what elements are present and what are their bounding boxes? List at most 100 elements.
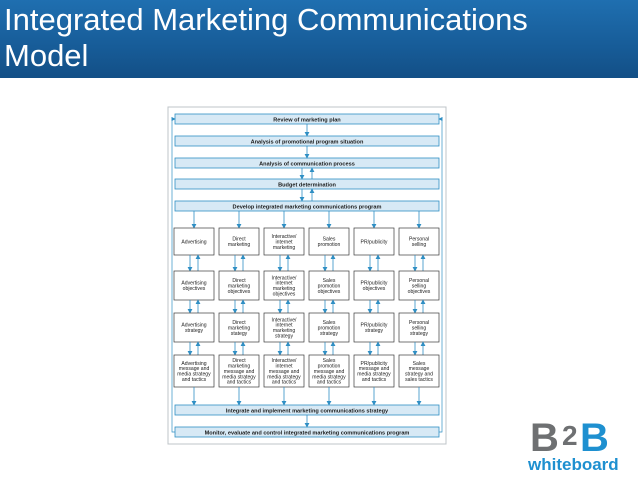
cell-text-line: media strategy	[222, 374, 256, 380]
feedback-loop-right	[438, 116, 443, 433]
cell-box	[308, 312, 350, 343]
bottom-step-label: Integrate and implement marketing commun…	[226, 408, 389, 414]
cell-text-line: and tactics	[317, 380, 342, 386]
cell-text-line: media strategy	[267, 374, 301, 380]
cell-text-line: objectives	[363, 286, 386, 292]
cell-text-line: PR/publicity	[361, 361, 388, 367]
cell-text-line: marketing	[228, 325, 251, 331]
b2b-logo-mark: B 2 B	[530, 416, 609, 460]
top-step-label: Develop integrated marketing communicati…	[233, 204, 382, 210]
cell-text-line: media strategy	[177, 372, 211, 378]
cell-text-line: media strategy	[312, 374, 346, 380]
cell-text-line: media strategy	[357, 372, 391, 378]
cell-box	[173, 227, 215, 256]
cell-text-line: Sales	[323, 320, 336, 326]
cell-text-line: Advertising	[181, 323, 206, 329]
cell-text-line: and tactics	[362, 377, 387, 383]
bottom-step-label: Monitor, evaluate and control integrated…	[205, 430, 410, 436]
cell-text-line: Sales	[323, 237, 336, 243]
top-step-box	[174, 200, 440, 212]
top-step-2: Analysis of promotional program situatio…	[174, 135, 440, 147]
slide-title: Integrated Marketing Communications Mode…	[4, 2, 624, 74]
cell-col1-row1: Advertising	[173, 227, 215, 256]
cell-box	[398, 312, 440, 343]
cell-col5-row1: PR/publicity	[353, 227, 395, 256]
cell-text-line: Personal	[409, 320, 429, 326]
cell-text-line: PR/publicity	[361, 323, 388, 329]
cell-text-line: marketing	[273, 328, 296, 334]
cell-box	[173, 354, 215, 388]
cell-text-line: message and	[269, 369, 300, 375]
cell-box	[263, 270, 305, 301]
top-step-label: Analysis of communication process	[259, 161, 355, 167]
cell-text-line: Advertising	[181, 361, 206, 367]
cell-text-line: message and	[179, 366, 210, 372]
cell-text-line: objectives	[408, 289, 431, 295]
cell-box	[218, 354, 260, 388]
logo-wordmark: whiteboard	[527, 455, 619, 474]
cell-box	[263, 312, 305, 343]
cell-text-line: strategy	[410, 331, 429, 337]
cell-text-line: marketing	[228, 283, 251, 289]
bottom-step-2: Monitor, evaluate and control integrated…	[174, 426, 440, 438]
cell-box	[263, 354, 305, 388]
slide-title-line-2: Model	[4, 38, 89, 73]
cell-box	[218, 270, 260, 301]
cell-text-line: Direct	[232, 320, 246, 326]
cell-text-line: marketing	[228, 364, 251, 370]
cell-text-line: promotion	[318, 242, 341, 248]
cell-box	[308, 227, 350, 256]
cell-text-line: internet	[276, 364, 294, 370]
cell-text-line: internet	[276, 239, 294, 245]
cell-text-line: objectives	[183, 286, 206, 292]
cell-text-line: Personal	[409, 237, 429, 243]
bottom-step-1: Integrate and implement marketing commun…	[174, 404, 440, 416]
cell-text-line: Direct	[232, 358, 246, 364]
cell-text-line: message and	[359, 366, 390, 372]
cell-text-line: Direct	[232, 278, 246, 284]
top-step-label: Analysis of promotional program situatio…	[251, 139, 364, 145]
logo-letter-b: B	[530, 416, 559, 460]
cell-text-line: message	[409, 366, 430, 372]
top-step-label: Budget determination	[278, 182, 336, 188]
top-step-5: Develop integrated marketing communicati…	[174, 200, 440, 212]
cell-box	[398, 354, 440, 388]
cell-text-line: Sales	[413, 361, 426, 367]
cell-text-line: Interactive/	[272, 317, 297, 323]
cell-text-line: message and	[314, 369, 345, 375]
cell-box	[173, 270, 215, 301]
cell-text-line: Advertising	[181, 239, 206, 245]
cell-text-line: Sales	[323, 358, 336, 364]
cell-box	[353, 270, 395, 301]
slide-title-line-1: Integrated Marketing Communications	[4, 2, 528, 37]
cell-text-line: objectives	[228, 289, 251, 295]
cell-text-line: objectives	[273, 292, 296, 298]
cell-text-line: stategy	[231, 331, 248, 337]
cell-text-line: promotion	[318, 325, 341, 331]
cell-text-line: marketing	[273, 245, 296, 251]
cell-text-line: Sales	[323, 278, 336, 284]
cell-text-line: strategy	[185, 328, 204, 334]
cell-text-line: PR/publicity	[361, 239, 388, 245]
cell-text-line: Interactive/	[272, 358, 297, 364]
cell-text-line: selling	[412, 325, 427, 331]
cell-box	[353, 354, 395, 388]
cell-text-line: strategy	[365, 328, 384, 334]
cell-text-line: sales tactics	[405, 377, 433, 383]
cell-text-line: Direct	[232, 237, 246, 243]
cell-text-line: and tactics	[227, 380, 252, 386]
